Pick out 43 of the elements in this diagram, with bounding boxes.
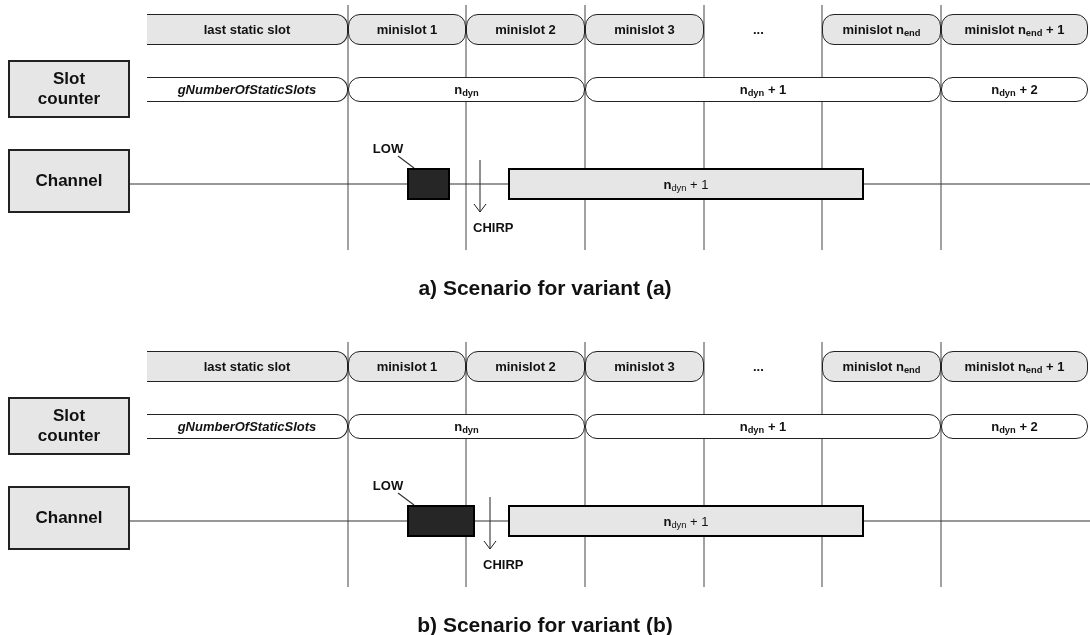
signal-label: CHIRP — [483, 557, 524, 572]
counter-band: n$_{dyn}$ — [348, 414, 585, 439]
channel-line — [129, 520, 408, 522]
slot-band: minislot 1 — [348, 351, 466, 382]
slot-band: minislot n$_{end}$ + 1 — [941, 351, 1088, 382]
slot-band: last static slot — [147, 351, 348, 382]
row-label-box: Slot counter — [8, 60, 130, 118]
slot-band: minislot n$_{end}$ + 1 — [941, 14, 1088, 45]
low-symbol-block — [407, 168, 450, 200]
low-symbol-block — [407, 505, 475, 537]
counter-band: n$_{dyn}$ + 2 — [941, 414, 1088, 439]
frame-block: n$_{dyn}$ + 1 — [508, 505, 864, 537]
slot-band: minislot 2 — [466, 14, 585, 45]
row-label-box: Channel — [8, 149, 130, 213]
ellipsis-text: ... — [753, 22, 764, 37]
row-label-box: Channel — [8, 486, 130, 550]
caption: a) Scenario for variant (a) — [418, 276, 672, 300]
row-label-box: Slot counter — [8, 397, 130, 455]
slot-band: minislot 3 — [585, 14, 704, 45]
signal-label: CHIRP — [473, 220, 514, 235]
channel-line — [474, 520, 509, 522]
slot-band: minislot n$_{end}$ — [822, 351, 941, 382]
counter-band: n$_{dyn}$ — [348, 77, 585, 102]
counter-band: n$_{dyn}$ + 1 — [585, 77, 941, 102]
frame-block: n$_{dyn}$ + 1 — [508, 168, 864, 200]
slot-band: minislot n$_{end}$ — [822, 14, 941, 45]
slot-band: minislot 3 — [585, 351, 704, 382]
leader-line — [397, 155, 415, 169]
counter-band: n$_{dyn}$ + 1 — [585, 414, 941, 439]
channel-line — [863, 520, 1090, 522]
signal-label: LOW — [370, 477, 406, 493]
leader-line — [397, 492, 415, 506]
ellipsis-text: ... — [753, 359, 764, 374]
slot-band: last static slot — [147, 14, 348, 45]
counter-band: gNumberOfStaticSlots — [147, 77, 348, 102]
counter-band: n$_{dyn}$ + 2 — [941, 77, 1088, 102]
slot-band: minislot 1 — [348, 14, 466, 45]
channel-line — [863, 183, 1090, 185]
counter-band: gNumberOfStaticSlots — [147, 414, 348, 439]
channel-line — [129, 183, 408, 185]
slot-band: minislot 2 — [466, 351, 585, 382]
channel-line — [449, 183, 509, 185]
signal-label: LOW — [370, 140, 406, 156]
